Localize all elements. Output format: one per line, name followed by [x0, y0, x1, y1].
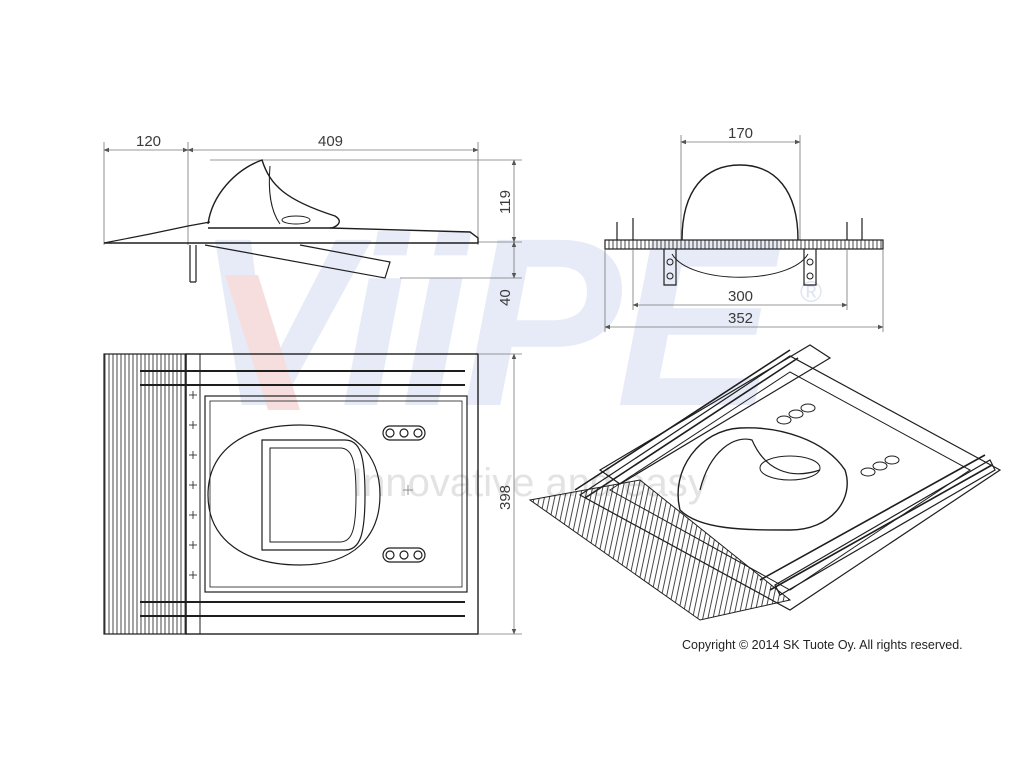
- dim-front-inner: 300: [728, 288, 753, 305]
- dim-side-left: 120: [136, 133, 161, 150]
- front-view: 170 300 352: [604, 125, 884, 332]
- watermark: ViiPE ® Innovative and easy: [195, 188, 822, 505]
- watermark-brand: ViiPE: [195, 188, 783, 456]
- side-view: 120 409 119 40: [103, 133, 522, 306]
- dim-front-top: 170: [728, 125, 753, 142]
- watermark-registered-mark: ®: [800, 276, 822, 309]
- isometric-view: [528, 344, 1002, 621]
- watermark-red-stroke: [225, 275, 300, 410]
- dim-side-height: 119: [497, 190, 514, 214]
- plan-view: 398: [103, 353, 522, 635]
- dim-front-outer: 352: [728, 310, 753, 327]
- dim-side-below: 40: [497, 289, 514, 306]
- copyright-notice: Copyright © 2014 SK Tuote Oy. All rights…: [682, 638, 963, 652]
- dim-plan-height: 398: [497, 485, 514, 510]
- dim-side-length: 409: [318, 133, 343, 150]
